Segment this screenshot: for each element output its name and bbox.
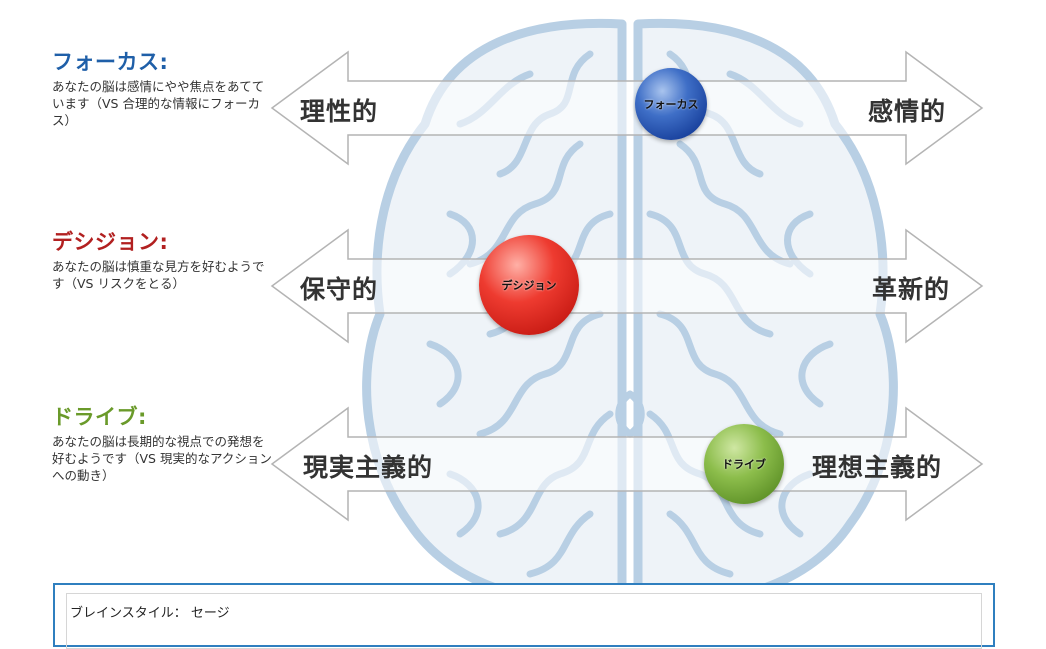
decision-marker-label: デシジョン	[501, 279, 557, 292]
drive-description-block: ドライブ: あなたの脳は長期的な視点での発想を好むようです（VS 現実的なアクシ…	[52, 405, 272, 484]
decision-description: あなたの脳は慎重な見方を好むようです（VS リスクをとる）	[52, 259, 265, 291]
decision-description-block: デシジョン: あなたの脳は慎重な見方を好むようです（VS リスクをとる）	[52, 230, 272, 292]
focus-marker-ball: フォーカス	[635, 68, 707, 140]
brain-style-label: ブレインスタイル： セージ	[70, 606, 230, 621]
drive-marker-ball: ドライブ	[704, 424, 784, 504]
arrow-focus	[270, 50, 984, 166]
arrows-layer	[270, 50, 984, 522]
focus-left-pole: 理性的	[300, 97, 379, 126]
arrow-decision	[270, 228, 984, 344]
drive-right-pole: 理想主義的	[812, 453, 943, 482]
arrow-drive	[270, 406, 984, 522]
decision-marker-ball: デシジョン	[479, 235, 579, 335]
focus-right-pole: 感情的	[868, 97, 947, 126]
decision-heading: デシジョン:	[52, 230, 169, 254]
focus-description-block: フォーカス: あなたの脳は感情にやや焦点をあてています（VS 合理的な情報にフォ…	[52, 50, 272, 129]
focus-heading: フォーカス:	[52, 50, 169, 74]
focus-description: あなたの脳は感情にやや焦点をあてています（VS 合理的な情報にフォーカス）	[52, 79, 265, 128]
drive-heading: ドライブ:	[52, 405, 147, 429]
drive-description: あなたの脳は長期的な視点での発想を好むようです（VS 現実的なアクションへの動き…	[52, 434, 272, 483]
drive-left-pole: 現実主義的	[303, 453, 434, 482]
brain-style-panel: ブレインスタイル： セージ	[53, 583, 995, 649]
decision-right-pole: 革新的	[872, 275, 951, 304]
decision-left-pole: 保守的	[300, 275, 379, 304]
focus-marker-label: フォーカス	[643, 98, 699, 111]
drive-marker-label: ドライブ	[722, 458, 766, 471]
